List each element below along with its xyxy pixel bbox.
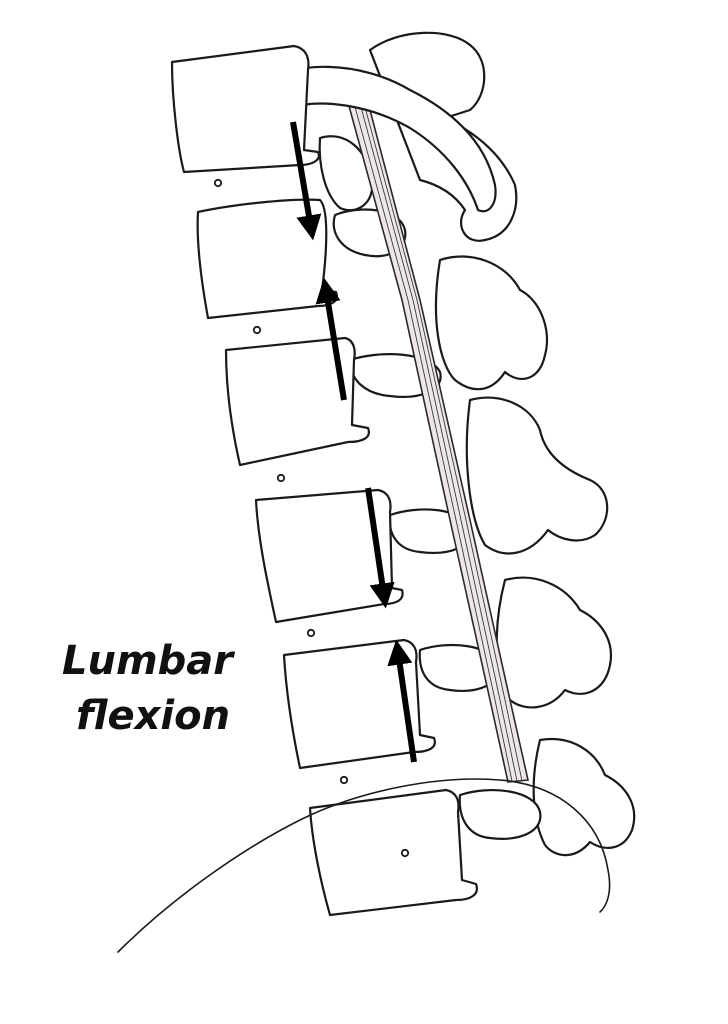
pelvis-outline [117,778,611,953]
vertebral-body-4 [254,488,404,624]
caption-line-1: Lumbar [62,638,233,684]
dot [213,178,223,188]
spinous-process-5 [532,737,636,857]
arrow-down-1 [290,121,322,241]
spinous-process-4 [495,576,613,709]
foramen-dots [213,178,410,858]
sacrum [308,788,478,917]
pedicle-1 [318,135,374,212]
vertebral-body-3 [224,336,370,467]
caption-line-2: flexion [76,693,231,739]
vertebral-body-2 [196,198,338,320]
spinous-process-3 [465,396,609,555]
pedicle-6 [458,789,542,840]
ligament [344,94,529,783]
dot [400,848,410,858]
arrow-up-2 [387,639,417,763]
vertebral-body-5 [282,638,436,770]
arrow-up-1 [315,277,347,401]
dot [252,325,262,335]
dot [276,473,286,483]
ligament-band [344,94,529,783]
arrow-down-2 [365,487,395,609]
vertebral-body-1 [170,44,320,174]
motion-arrows [290,121,417,763]
dot [306,628,316,638]
spinous-process-2 [434,255,549,391]
dot [339,775,349,785]
